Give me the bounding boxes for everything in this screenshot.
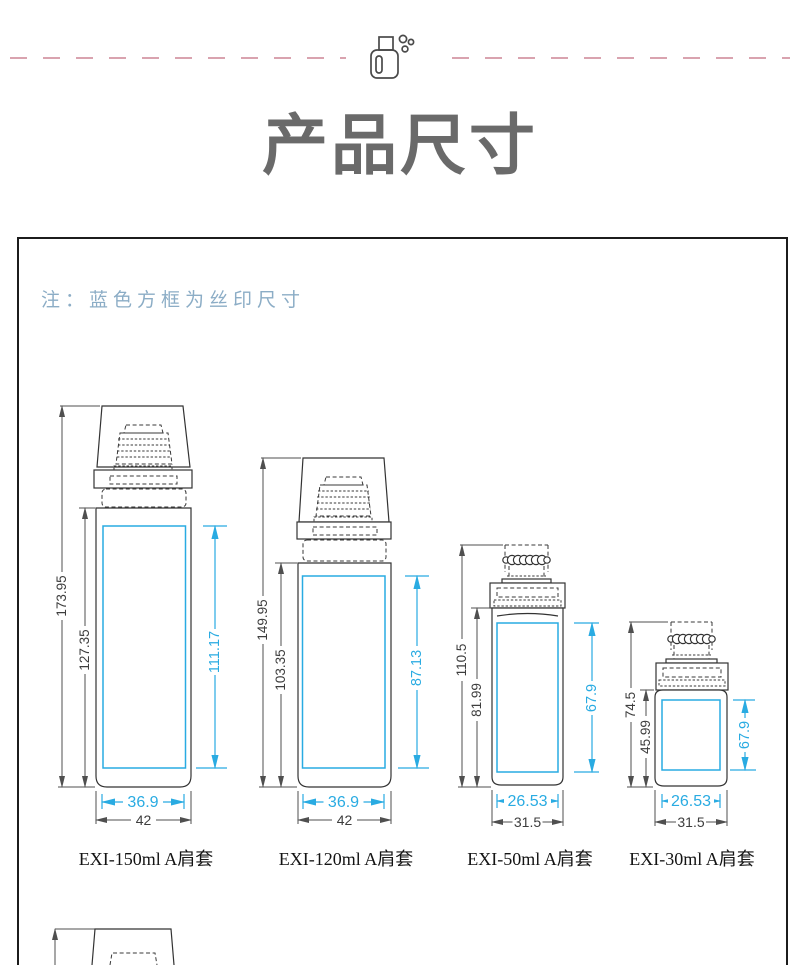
caption-150ml: EXI-150ml A肩套	[78, 849, 214, 869]
caption-120ml: EXI-120ml A肩套	[278, 849, 414, 869]
caption-50ml: EXI-50ml A肩套	[467, 849, 593, 869]
caption-30ml: EXI-30ml A肩套	[629, 849, 755, 869]
header-dashed-line-left	[10, 57, 346, 59]
note-text: 注：蓝色方框为丝印尺寸	[41, 290, 306, 311]
bottle-icon	[370, 34, 415, 79]
page-title: 产品尺寸	[262, 108, 538, 182]
header-dashed-line-right	[452, 57, 790, 59]
